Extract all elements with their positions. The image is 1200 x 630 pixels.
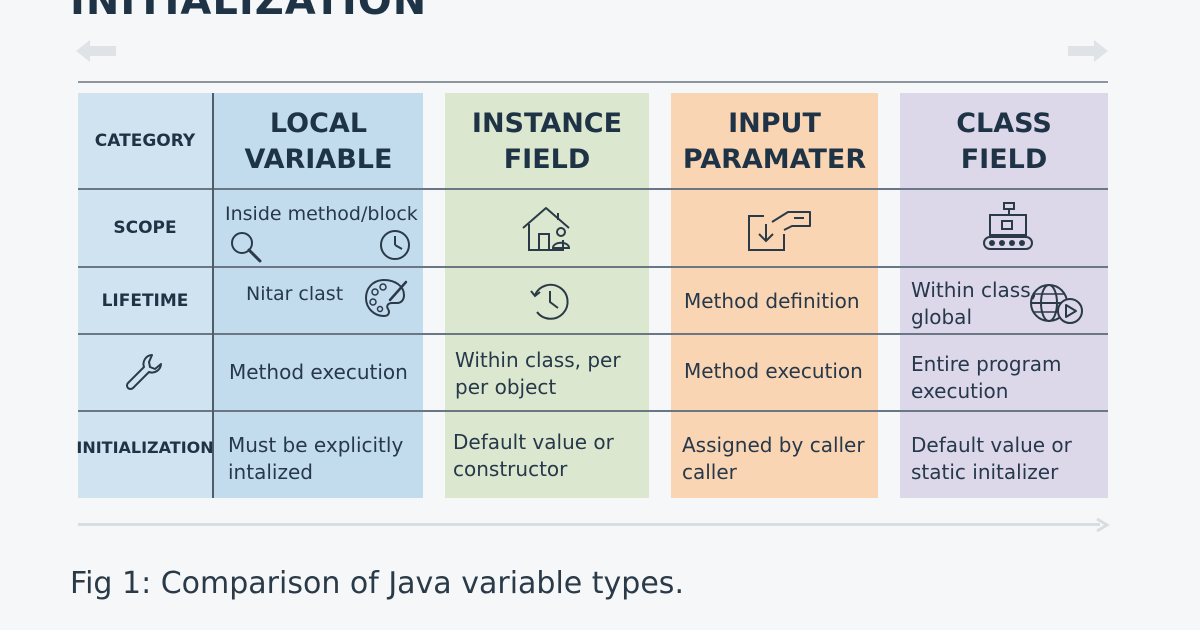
header-line: INPUT — [728, 107, 821, 139]
label-column-divider — [212, 93, 214, 498]
header-line: INSTANCE — [471, 107, 623, 139]
class-lifetime-line1: Within class, — [911, 278, 1038, 302]
header-line: PARAMATER — [682, 143, 867, 175]
row-label-scope: SCOPE — [113, 218, 177, 238]
class-field-column — [900, 93, 1108, 498]
local-lifetime-text: Nitar clast — [246, 283, 344, 305]
instance-init-line1: Default value or — [453, 430, 614, 454]
instance-row4-line2: per object — [455, 375, 557, 399]
local-init-line1: Must be explicitly — [228, 433, 404, 457]
header-line: FIELD — [960, 143, 1048, 175]
clock-icon — [380, 230, 410, 260]
instance-field-column — [445, 93, 649, 498]
arrow-right-icon — [1096, 517, 1110, 533]
header-class-field: CLASS FIELD — [900, 93, 1108, 190]
class-row4-line2: execution — [911, 379, 1009, 403]
row-divider — [78, 266, 1108, 268]
magnifier-icon — [231, 232, 262, 263]
header-instance-field: INSTANCE FIELD — [445, 93, 649, 190]
instance-row4-line1: Within class, per — [455, 348, 621, 372]
input-init-line2: caller — [682, 460, 737, 484]
row-divider — [78, 410, 1108, 412]
header-line: CLASS — [956, 107, 1052, 139]
wrench-icon — [125, 354, 162, 391]
arrow-left-icon — [76, 40, 116, 62]
row-label-initialization: INITIALIZATION — [76, 437, 214, 457]
header-line: FIELD — [503, 143, 591, 175]
class-init-line2: static initalizer — [911, 460, 1059, 484]
bottom-divider — [78, 523, 1100, 526]
hand-download-icon — [748, 211, 811, 251]
instance-init-line2: constructor — [453, 457, 568, 481]
palette-icon — [364, 278, 408, 318]
row-divider — [78, 188, 1108, 190]
local-scope-text: Inside method/block — [225, 203, 418, 225]
input-parameter-column — [671, 93, 878, 498]
class-lifetime-line2: global — [911, 305, 972, 329]
row-divider — [78, 333, 1108, 335]
globe-play-icon — [1030, 284, 1083, 324]
header-line: VARIABLE — [244, 143, 393, 175]
page-title: INITIALIZATION — [70, 0, 428, 24]
figure-caption: Fig 1: Comparison of Java variable types… — [70, 566, 684, 601]
row-label-lifetime: LIFETIME — [101, 290, 189, 311]
input-row4-text: Method execution — [684, 359, 863, 383]
class-init-line1: Default value or — [911, 433, 1072, 457]
input-lifetime-text: Method definition — [684, 289, 860, 313]
class-row4-line1: Entire program — [911, 352, 1062, 376]
header-input-parameter: INPUT PARAMATER — [671, 93, 878, 190]
local-variable-column-highlight — [214, 93, 423, 498]
row-label-category: CATEGORY — [94, 130, 196, 151]
header-line: LOCAL — [269, 107, 368, 139]
history-clock-icon — [530, 283, 569, 320]
home-user-icon — [522, 207, 571, 251]
local-init-line2: intalized — [228, 460, 313, 484]
local-row4-text: Method execution — [229, 360, 408, 384]
input-init-line1: Assigned by caller — [682, 433, 865, 457]
header-local-variable: LOCAL VARIABLE — [214, 93, 423, 190]
robot-icon — [983, 202, 1033, 250]
top-divider — [78, 81, 1108, 83]
arrow-right-icon — [1068, 40, 1108, 62]
